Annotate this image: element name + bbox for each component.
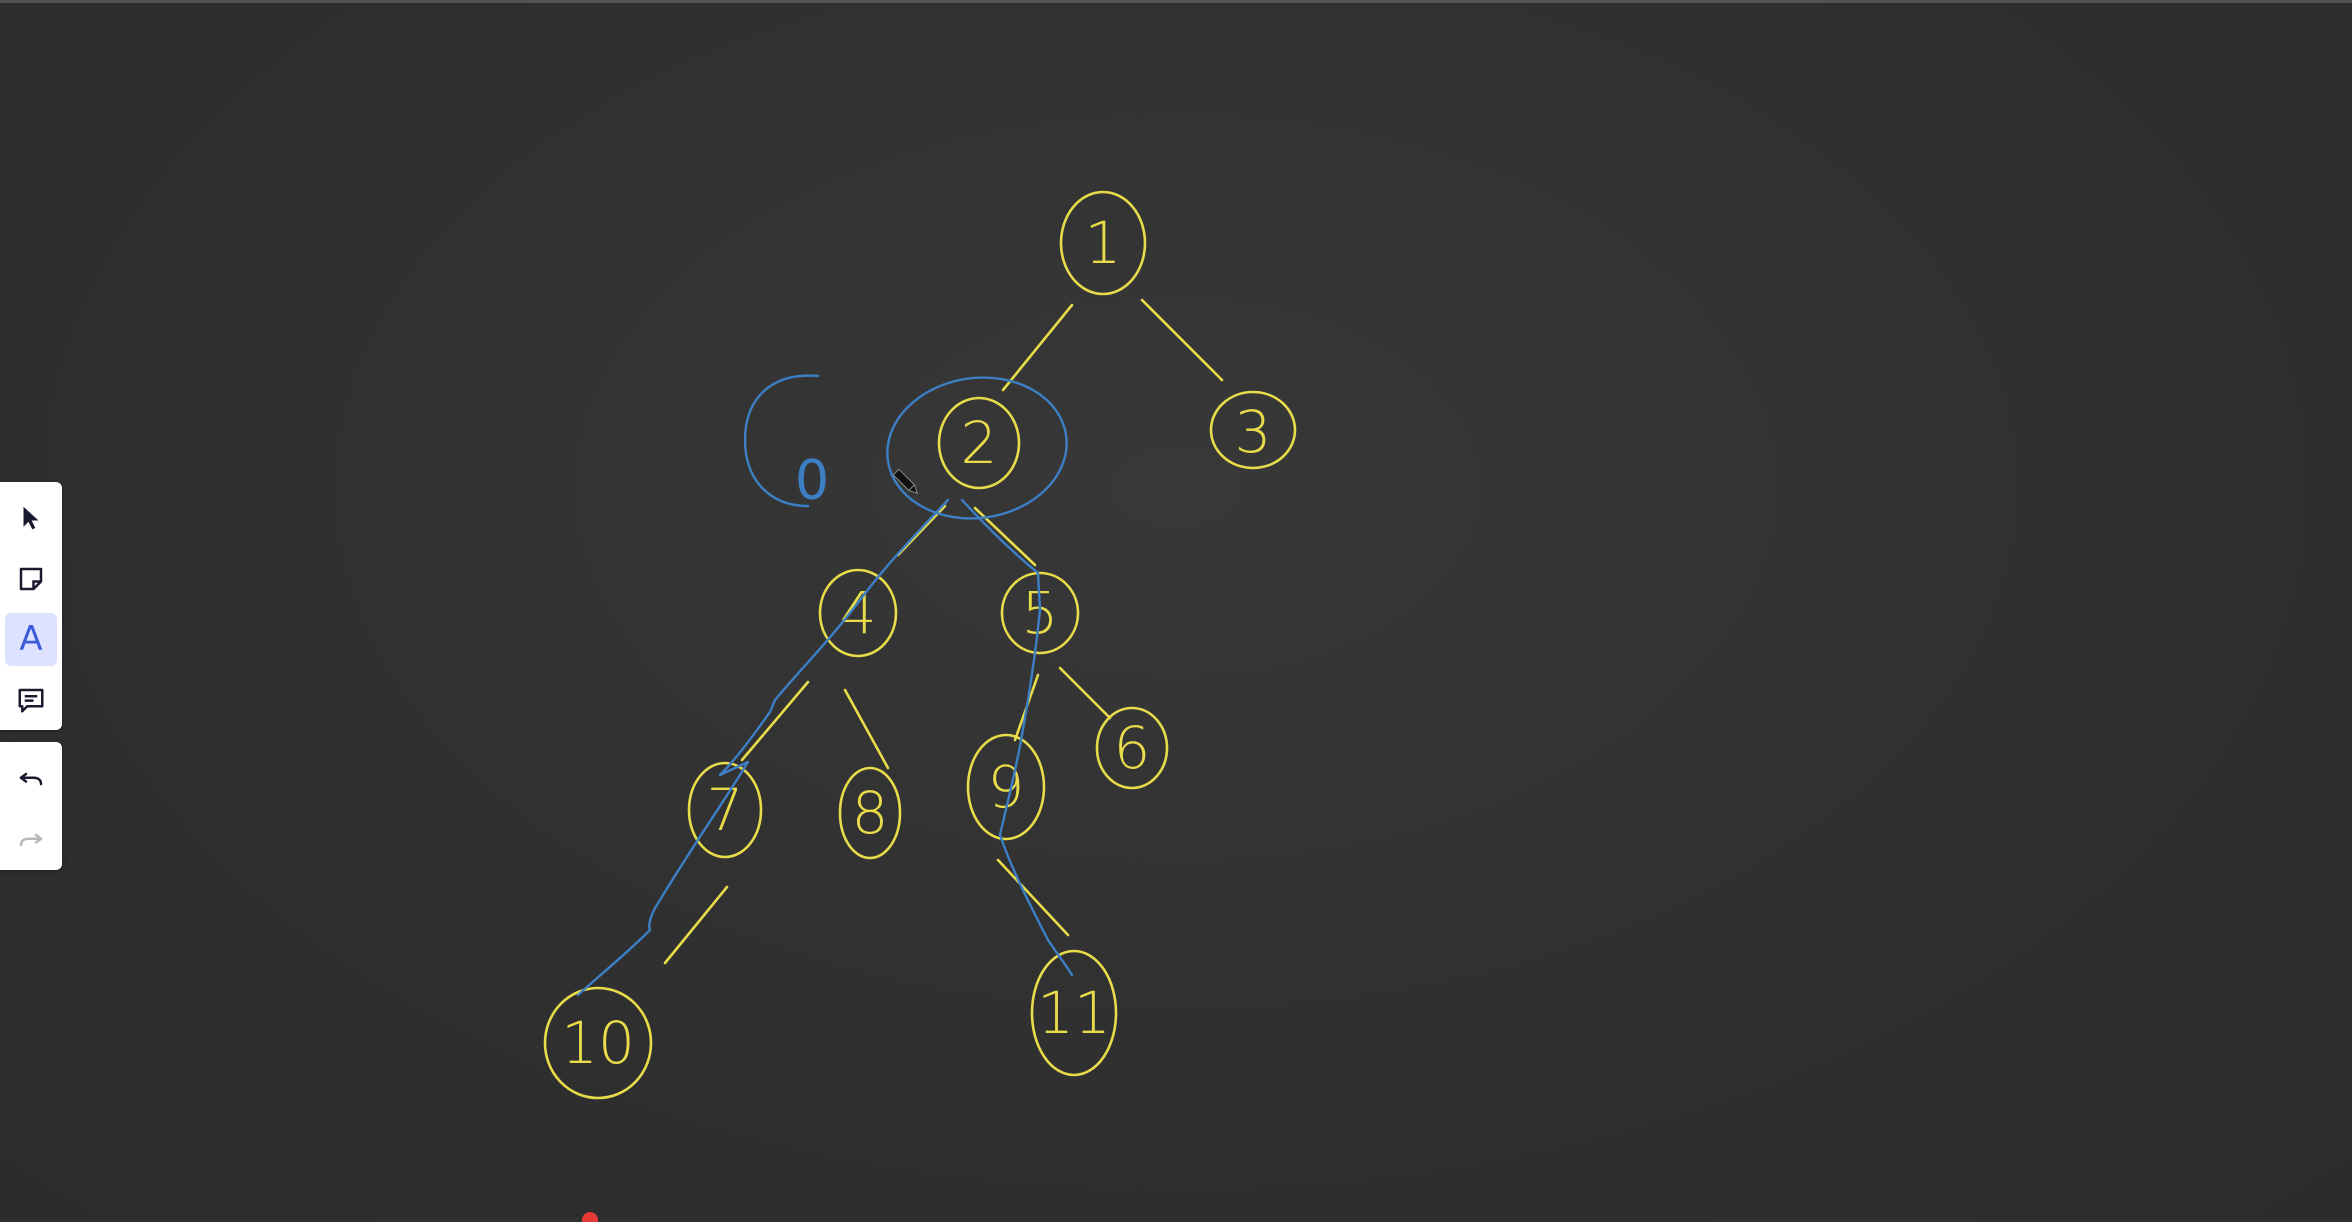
pen-cursor-icon <box>892 468 919 495</box>
edge-4-7 <box>740 680 810 762</box>
comment-icon <box>18 688 44 713</box>
comment-tool-button[interactable] <box>5 674 57 727</box>
edge-7-10 <box>663 885 729 965</box>
node-circle-11 <box>1030 949 1118 1077</box>
node-circle-10 <box>543 986 653 1100</box>
redo-button[interactable] <box>5 813 57 866</box>
node-label-4: 4 <box>840 579 877 647</box>
annotation-arc <box>743 374 820 508</box>
node-circle-5 <box>1000 571 1080 655</box>
edge-9-11 <box>996 858 1070 937</box>
edge-1-2 <box>1001 303 1074 392</box>
undo-button[interactable] <box>5 752 57 805</box>
node-circle-6 <box>1095 706 1169 790</box>
node-label-2: 2 <box>961 409 998 477</box>
pen-tool-button[interactable]: A <box>5 613 57 666</box>
pen-letter-icon: A <box>19 619 43 660</box>
node-circle-3 <box>1209 390 1297 470</box>
annotation-ellipse <box>886 376 1068 520</box>
drawing-toolbar: A <box>0 482 62 730</box>
node-circle-4 <box>818 568 898 658</box>
node-label-1: 1 <box>1085 209 1122 277</box>
annotation-path-right <box>960 498 1074 977</box>
node-circle-9 <box>966 733 1046 841</box>
top-border <box>0 0 2352 3</box>
annotation-path-left <box>576 498 950 997</box>
node-circle-2 <box>937 396 1021 490</box>
node-label-7: 7 <box>707 776 744 844</box>
edge-1-3 <box>1140 298 1224 382</box>
node-label-10: 10 <box>561 1009 635 1077</box>
redo-icon <box>19 833 43 846</box>
node-label-8: 8 <box>852 779 889 847</box>
edge-5-6 <box>1058 666 1112 720</box>
node-circle-1 <box>1059 190 1147 296</box>
history-toolbar <box>0 742 62 870</box>
select-tool-button[interactable] <box>5 492 57 545</box>
annotation-label: 0 <box>795 449 829 512</box>
node-circle-8 <box>838 766 902 860</box>
node-circle-7 <box>687 761 763 859</box>
undo-icon <box>19 772 43 785</box>
node-label-11: 11 <box>1037 979 1111 1047</box>
recording-indicator <box>582 1212 598 1222</box>
sticky-note-icon <box>19 567 43 590</box>
edge-4-8 <box>843 688 890 770</box>
node-label-3: 3 <box>1235 398 1272 466</box>
node-label-6: 6 <box>1114 714 1151 782</box>
cursor-arrow-icon <box>23 507 39 530</box>
sticky-note-tool-button[interactable] <box>5 553 57 606</box>
